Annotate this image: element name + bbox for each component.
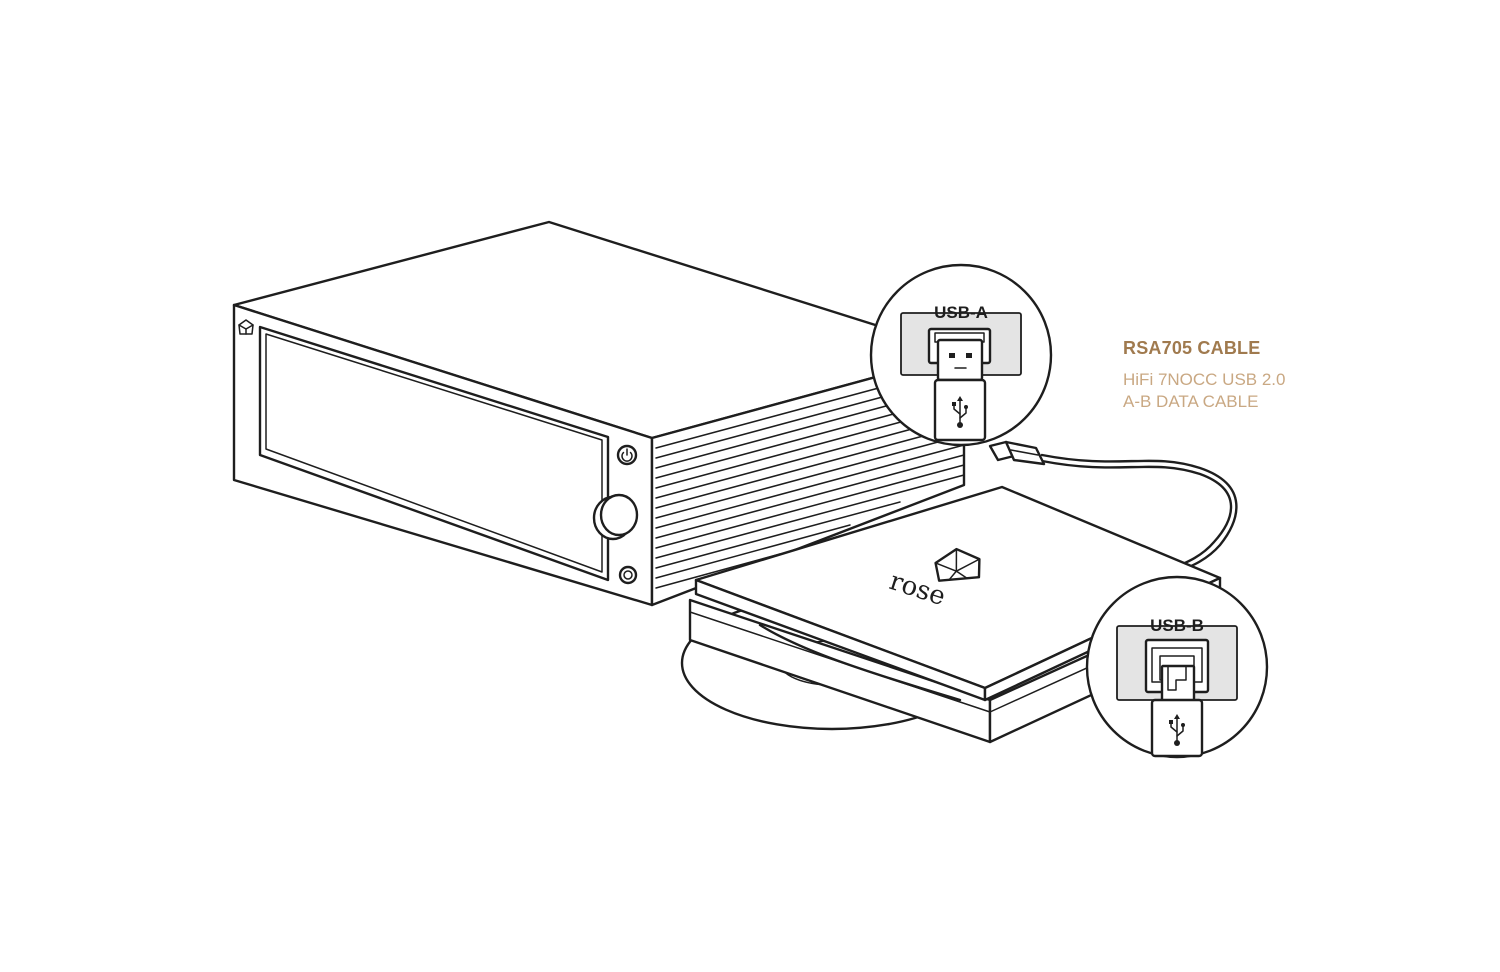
power-icon[interactable] bbox=[616, 444, 638, 466]
streamer-unit bbox=[232, 220, 966, 607]
usb-a-plug bbox=[988, 440, 1046, 466]
cable-description-line-2: A-B DATA CABLE bbox=[1123, 392, 1259, 411]
usb-trident-icon bbox=[1169, 714, 1185, 746]
usb-b-label: USB-B bbox=[1150, 616, 1204, 635]
usb-trident-icon bbox=[952, 396, 968, 428]
usb-a-callout: USB-A bbox=[869, 263, 1053, 447]
rose-gem-icon bbox=[238, 319, 254, 335]
volume-knob[interactable] bbox=[592, 493, 639, 541]
cable-description-line-1: HiFi 7NOCC USB 2.0 bbox=[1123, 370, 1286, 389]
usb-b-callout: USB-B bbox=[1085, 575, 1269, 759]
heatsink-fins bbox=[655, 364, 965, 589]
usb-cable bbox=[988, 440, 1238, 587]
usb-a-label: USB-A bbox=[934, 303, 988, 322]
rose-gem-icon bbox=[934, 547, 981, 582]
headphone-jack bbox=[618, 565, 638, 585]
cable-title: RSA705 CABLE bbox=[1123, 338, 1261, 358]
cable-caption: RSA705 CABLE HiFi 7NOCC USB 2.0 A-B DATA… bbox=[1123, 338, 1383, 413]
